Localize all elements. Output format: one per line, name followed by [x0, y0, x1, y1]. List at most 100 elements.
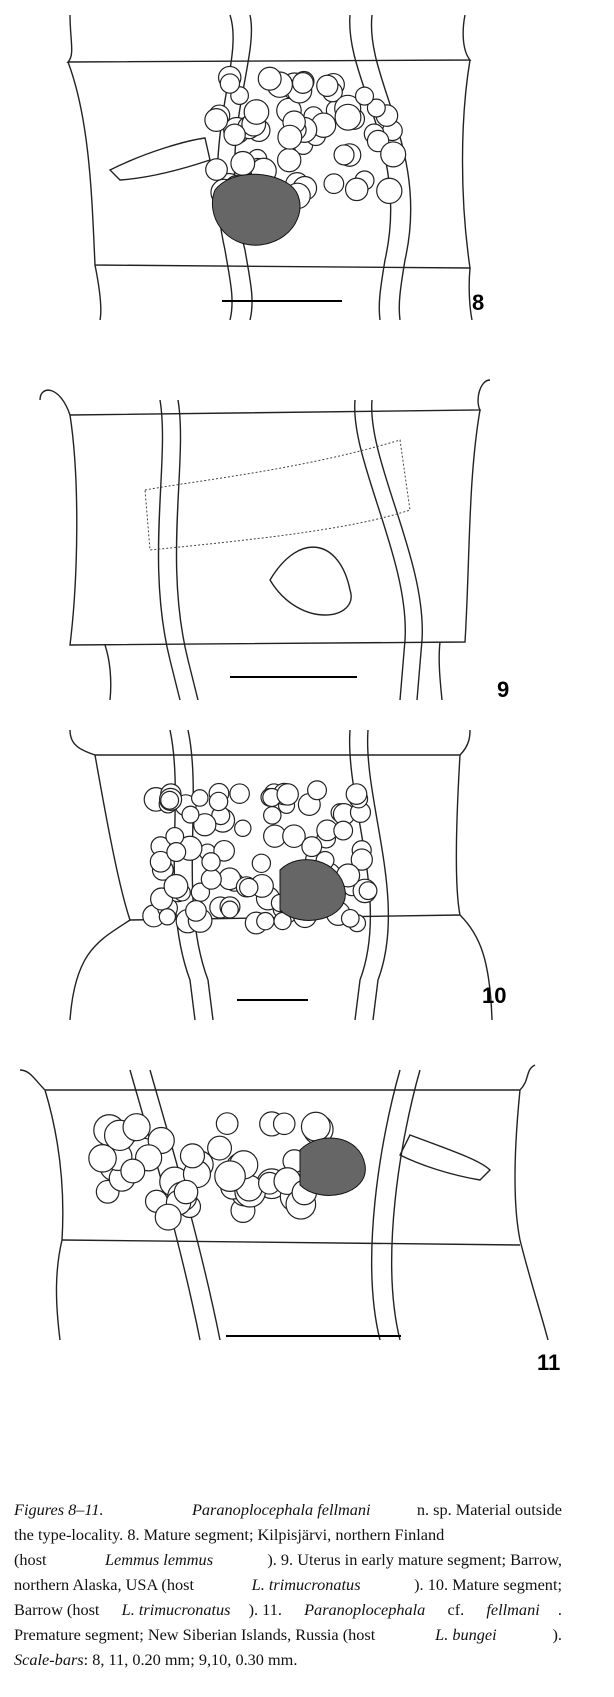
testes-circles [142, 780, 378, 935]
caption-italic-text: Paranoplocephala [304, 1600, 426, 1619]
caption-line: the type-locality. 8. Mature segment; Ki… [14, 1522, 562, 1547]
testis-circle [88, 1144, 117, 1173]
testes-circles [204, 65, 407, 210]
caption-line: Figures 8–11. Paranoplocephala fellmani … [14, 1497, 562, 1522]
figure-label: 11 [537, 1350, 561, 1375]
testis-circle [316, 74, 339, 97]
testis-circle [154, 1203, 182, 1231]
ovary [279, 859, 346, 921]
caption-line: northern Alaska, USA (host L. trimucrona… [14, 1572, 562, 1597]
testis-circle [301, 836, 323, 858]
testis-circle [205, 158, 228, 181]
figure-8-drawing [66, 14, 473, 320]
testis-circle [350, 848, 373, 871]
testis-circle [122, 1113, 151, 1142]
segment-outline [39, 379, 491, 416]
figure-label: 10 [482, 983, 507, 1008]
caption-text: n. sp. Material outside [412, 1500, 562, 1519]
caption-italic-text: Paranoplocephala fellmani [191, 1500, 371, 1519]
caption-line: Premature segment; New Siberian Islands,… [14, 1622, 562, 1647]
testis-circle [243, 99, 270, 125]
ovary [211, 173, 301, 246]
testis-circle [229, 783, 250, 804]
testis-circle [263, 806, 282, 825]
caption-text: Barrow (host [14, 1600, 104, 1619]
testis-circle [173, 1179, 199, 1205]
testis-circle [204, 107, 229, 132]
testis-circle [181, 805, 200, 824]
testis-circle [166, 842, 187, 863]
testis-circle [340, 908, 360, 928]
caption-text: Premature segment; New Siberian Islands,… [14, 1625, 380, 1644]
caption-text: ). 11. [248, 1600, 286, 1619]
testis-circle [333, 820, 354, 841]
caption-line: Scale-bars: 8, 11, 0.20 mm; 9,10, 0.30 m… [14, 1647, 562, 1672]
figure-11-drawing [19, 1064, 549, 1341]
figure-label: 9 [497, 677, 510, 702]
caption-italic-text: Scale-bars [14, 1650, 84, 1669]
testis-circle [160, 790, 180, 810]
caption-text: cf. [443, 1600, 469, 1619]
caption-line: (host Lemmus lemmus ). 9. Uterus in early… [14, 1547, 562, 1572]
testis-circle [234, 819, 252, 838]
testis-circle [190, 789, 209, 807]
caption-italic-text: Lemmus lemmus [104, 1550, 214, 1569]
caption-text: : 8, 11, 0.20 mm; 9,10, 0.30 mm. [83, 1650, 298, 1669]
caption-text: northern Alaska, USA (host [14, 1575, 199, 1594]
testis-circle [333, 144, 355, 166]
uterus [144, 439, 411, 551]
testis-circle [207, 1135, 233, 1161]
testis-circle [256, 911, 275, 931]
caption-text: ). 10. Mature segment; [414, 1575, 562, 1594]
testis-circle [345, 783, 368, 805]
testis-circle [158, 908, 177, 926]
figure-label: 8 [472, 290, 485, 315]
caption-line: Barrow (host L. trimucronatus ). 11. Para… [14, 1597, 562, 1622]
testis-circle [380, 141, 407, 168]
testis-circle [179, 1143, 206, 1169]
caption-text: (host [14, 1550, 51, 1569]
testis-circle [277, 124, 303, 150]
testis-circle [334, 103, 362, 131]
testes-circles [88, 1111, 334, 1231]
caption-text [146, 1497, 150, 1522]
testis-circle [282, 824, 306, 849]
testis-circle [358, 881, 378, 901]
testis-circle [120, 1158, 146, 1184]
testis-circle [323, 173, 345, 195]
testis-circle [257, 66, 282, 91]
caption-italic-text: fellmani [486, 1600, 540, 1619]
figure-caption: Figures 8–11. Paranoplocephala fellmani … [14, 1497, 562, 1672]
caption-text: ). [552, 1625, 563, 1644]
caption-italic-text: L. trimucronatus [121, 1600, 231, 1619]
testis-circle [215, 1112, 239, 1136]
testis-circle [300, 1111, 331, 1142]
caption-italic-text: L. bungei [435, 1625, 497, 1644]
caption-text: the type-locality. 8. Mature segment; Ki… [14, 1525, 445, 1544]
testis-circle [201, 852, 221, 872]
testis-circle [214, 1160, 246, 1192]
testis-circle [193, 813, 217, 837]
segment-outline [69, 729, 471, 756]
testis-circle [376, 177, 403, 205]
testis-circle [251, 853, 272, 874]
testis-circle [239, 877, 259, 898]
testis-circle [149, 850, 172, 873]
testis-circle [354, 86, 375, 106]
testis-circle [223, 123, 246, 146]
testis-circle [307, 780, 328, 801]
ovary [299, 1137, 366, 1196]
testis-circle [219, 73, 241, 94]
caption-italic-text: Figures 8–11. [14, 1500, 104, 1519]
testis-circle [276, 783, 299, 806]
testis-circle [220, 900, 239, 919]
testis-circle [200, 868, 222, 890]
caption-italic-text: L. trimucronatus [251, 1575, 361, 1594]
testis-circle [213, 839, 235, 862]
caption-text: ). 9. Uterus in early mature segment; Ba… [267, 1550, 562, 1569]
testis-circle [185, 900, 207, 922]
caption-text: . [557, 1600, 562, 1619]
segment-outline [66, 14, 472, 63]
segment-outline [19, 1064, 536, 1091]
figure-9-drawing [39, 379, 491, 700]
